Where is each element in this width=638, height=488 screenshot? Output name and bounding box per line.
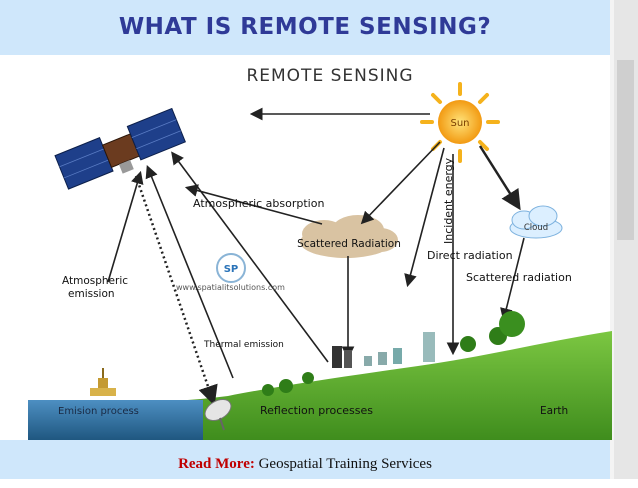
reflection-to-satellite-arrow (171, 151, 329, 363)
title-band (0, 0, 610, 55)
atmospheric-absorption-arrow (184, 184, 323, 225)
svg-text:SP: SP (224, 264, 239, 275)
read-more-label: Read More: (178, 456, 255, 472)
right-rail-strip (610, 0, 614, 479)
buildings-icon (332, 332, 435, 368)
sun-to-cloud-small-arrow (478, 145, 521, 211)
sun-direct-arrow (404, 147, 445, 288)
receiving-dish-icon (204, 399, 232, 431)
oil-rig-icon (90, 368, 116, 396)
direct-radiation-label: Direct radiation (427, 249, 513, 262)
sun-to-cloud-arrow (360, 141, 441, 225)
footer: Read More: Geospatial Training Services (0, 440, 610, 479)
satellite-icon (54, 107, 186, 190)
footer-band (0, 440, 610, 479)
diagram-heading: REMOTE SENSING (246, 66, 413, 86)
watermark-logo: SP (216, 253, 246, 283)
diagram-svg: REMOTE SENSING Sun (28, 66, 612, 440)
reflection-processes-label: Reflection processes (260, 404, 373, 417)
footer-link[interactable]: Geospatial Training Services (258, 456, 432, 472)
remote-sensing-diagram: REMOTE SENSING Sun (28, 56, 612, 440)
cloud-label: Cloud (524, 223, 548, 233)
thermal-emission-arrow (145, 165, 234, 379)
earth-label: Earth (540, 405, 568, 417)
scattered-radiation-cloud: Scattered Radiation (297, 215, 401, 258)
water (28, 400, 203, 440)
atmospheric-emission-label: Atmospheric emission (62, 275, 131, 300)
sun-icon: Sun (420, 82, 500, 163)
cloud-icon: Cloud (509, 205, 563, 239)
scattered-radiation-label: Scattered radiation (466, 271, 572, 284)
atmospheric-absorption-label: Atmospheric absorption (193, 197, 324, 210)
watermark-text: www.spatialitsolutions.com (176, 283, 285, 292)
incident-energy-label: Incident energy (442, 157, 455, 244)
scrollbar-thumb[interactable] (617, 60, 634, 240)
atmospheric-emission-arrow (107, 170, 144, 283)
cloud-scatter-arrow (500, 237, 525, 322)
emission-processes-label: Emision process (58, 406, 139, 417)
trees-icon (262, 311, 525, 396)
slide-title: WHAT IS REMOTE SENSING? (118, 14, 492, 40)
thermal-emission-label: Thermal emission (203, 340, 284, 350)
scattered-radiation-cloud-label: Scattered Radiation (297, 238, 401, 250)
sun-label: Sun (450, 118, 469, 129)
